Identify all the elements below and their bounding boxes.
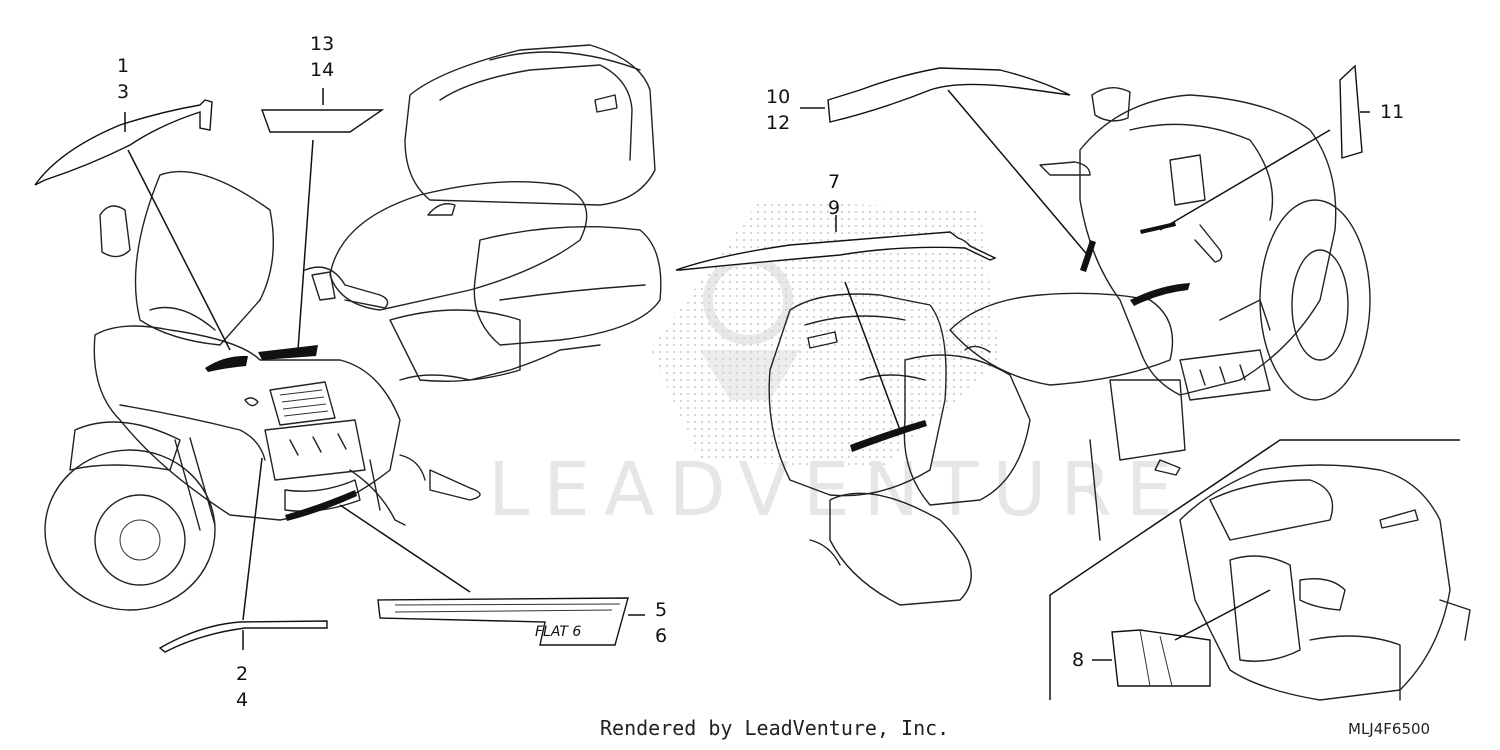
callout-1: 1	[117, 55, 129, 77]
decal-stripe-10b	[1130, 283, 1190, 306]
decal-stripe-5	[285, 490, 357, 521]
callout-14: 14	[310, 59, 334, 81]
decal-part-5-6: FLAT 6	[377, 597, 629, 646]
callout-10: 10	[766, 86, 790, 108]
right-motorcycle-illustration	[768, 87, 1371, 606]
decal-part-7-9	[675, 231, 997, 271]
callout-5: 5	[655, 599, 667, 621]
inset-rear-view	[1049, 439, 1471, 701]
callout-8: 8	[1072, 649, 1084, 671]
flat6-decal-text: FLAT 6	[535, 624, 581, 640]
decal-stripe-7	[850, 420, 927, 452]
watermark-text: LEADVENTURE	[488, 447, 1187, 533]
callout-7: 7	[828, 171, 840, 193]
decal-stripe-13	[258, 345, 318, 360]
decal-stripe-1	[205, 355, 248, 372]
callout-3: 3	[117, 81, 129, 103]
decal-stripe-11	[1140, 222, 1176, 234]
callout-4: 4	[236, 689, 248, 711]
callout-11: 11	[1380, 101, 1404, 123]
footer-credit: Rendered by LeadVenture, Inc.	[600, 716, 950, 740]
decal-part-1-3	[34, 99, 213, 186]
callout-12: 12	[766, 112, 790, 134]
decal-part-11	[1339, 64, 1363, 159]
callout-13: 13	[310, 33, 334, 55]
callout-2: 2	[236, 663, 248, 685]
left-motorcycle-illustration	[44, 44, 662, 611]
decal-part-13-14	[261, 109, 385, 133]
callout-9: 9	[828, 197, 840, 219]
decal-part-2-4	[158, 620, 328, 653]
decal-part-10-12	[827, 67, 1071, 123]
diagram-code: MLJ4F6500	[1348, 720, 1431, 738]
callout-6: 6	[655, 625, 667, 647]
decal-part-8	[1111, 629, 1211, 687]
leader-lines	[124, 88, 1370, 661]
